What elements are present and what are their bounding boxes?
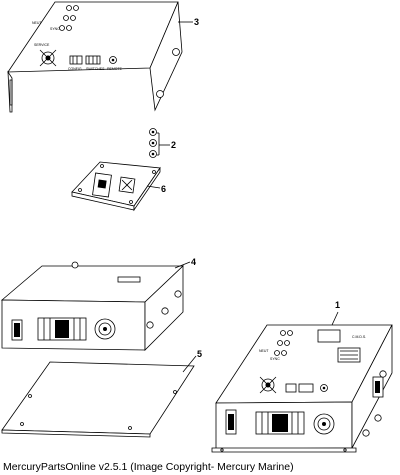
callout-3: 3 (194, 17, 199, 27)
svg-text:SERVICE: SERVICE (34, 43, 50, 47)
callout-2: 2 (171, 140, 176, 150)
svg-text:SYNC: SYNC (50, 27, 60, 31)
copyright-caption: MercuryPartsOnline v2.5.1 (Image Copyrig… (3, 461, 294, 473)
part-1-module-assembly: C.M.D.S. NEUT SYNC (211, 324, 393, 453)
callout-4: 4 (191, 257, 196, 267)
svg-text:REMOTE: REMOTE (107, 67, 123, 71)
callout-5: 5 (197, 349, 202, 359)
part-3-cover: NEUT SYNC SERVICE CONFIG SWITCHES REMOTE (7, 1, 183, 113)
indicator-lights (59, 5, 79, 31)
part-5-bottom-plate (1, 361, 195, 438)
callout-6: 6 (161, 184, 166, 194)
callout-1: 1 (335, 300, 340, 310)
part-4-base-housing (0, 261, 185, 351)
svg-text:SWITCHES: SWITCHES (86, 67, 105, 71)
service-key-dial (39, 49, 57, 67)
svg-text:NEUT: NEUT (259, 349, 269, 353)
svg-text:SYNC: SYNC (270, 357, 280, 361)
svg-text:C.M.D.S.: C.M.D.S. (352, 335, 366, 339)
svg-text:CONFIG: CONFIG (68, 67, 82, 71)
svg-text:NEUT: NEUT (32, 21, 42, 25)
part-2-fasteners (149, 128, 170, 158)
part-6-circuit-board (71, 161, 161, 212)
